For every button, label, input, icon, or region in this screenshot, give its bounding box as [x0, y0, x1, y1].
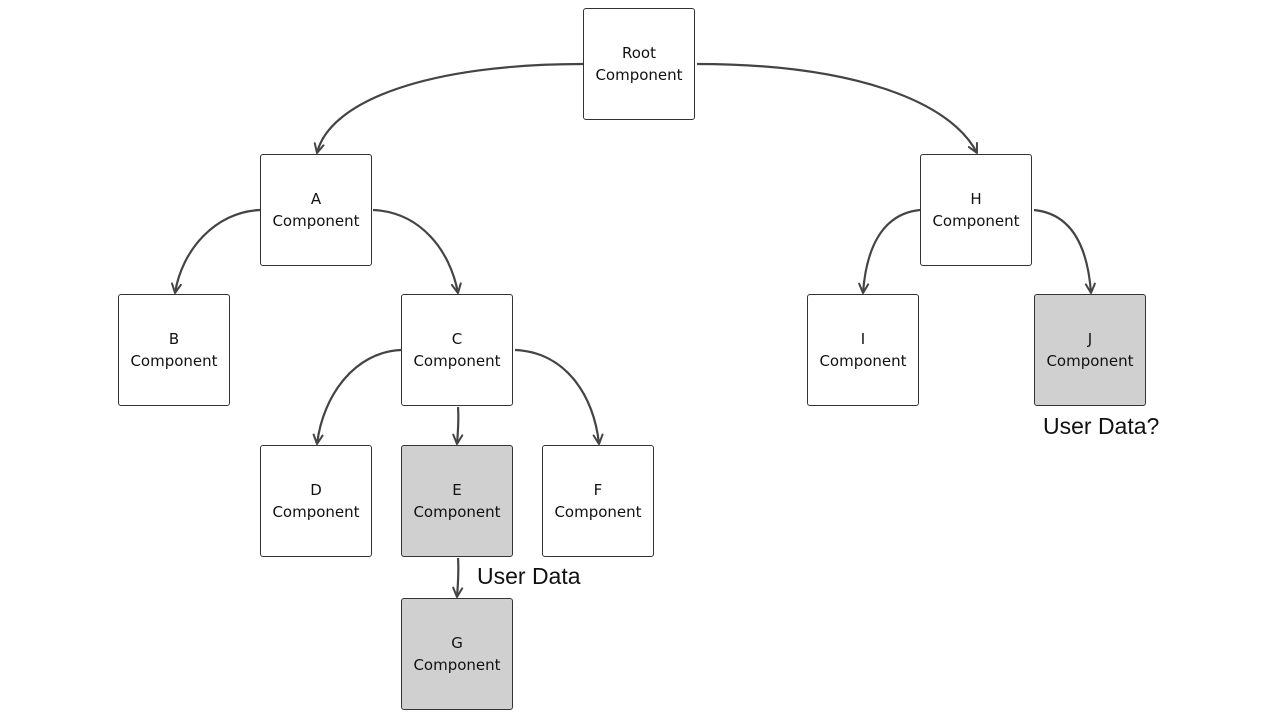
node-root: Root Component	[583, 8, 695, 120]
node-c-name: C	[451, 330, 463, 348]
node-d-type: Component	[272, 503, 360, 521]
node-h: H Component	[920, 154, 1032, 266]
node-a: A Component	[260, 154, 372, 266]
node-h-name: H	[970, 190, 982, 208]
node-j: J Component	[1034, 294, 1146, 406]
edge-root-h	[696, 62, 978, 154]
node-f: F Component	[542, 445, 654, 557]
node-i: I Component	[807, 294, 919, 406]
user-data-question-label: User Data?	[1043, 413, 1160, 439]
edge-h-i	[858, 208, 921, 294]
edge-c-f	[514, 348, 604, 445]
node-j-name: J	[1087, 330, 1093, 348]
node-b: B Component	[118, 294, 230, 406]
node-d-name: D	[310, 481, 322, 499]
node-root-name: Root	[622, 44, 656, 62]
node-e: E Component	[401, 445, 513, 557]
node-h-type: Component	[932, 212, 1020, 230]
node-j-type: Component	[1046, 352, 1134, 370]
node-e-type: Component	[413, 503, 501, 521]
edge-e-g	[452, 557, 464, 598]
node-f-name: F	[593, 481, 603, 499]
node-i-name: I	[860, 330, 866, 348]
edge-h-j	[1033, 208, 1096, 294]
edge-root-a	[313, 62, 584, 154]
node-f-type: Component	[554, 503, 642, 521]
node-i-type: Component	[819, 352, 907, 370]
node-e-name: E	[452, 481, 462, 499]
edge-c-d	[312, 348, 402, 445]
node-g-type: Component	[413, 656, 501, 674]
user-data-label: User Data	[477, 563, 581, 589]
node-c: C Component	[401, 294, 513, 406]
node-a-name: A	[310, 190, 322, 208]
node-root-type: Component	[595, 66, 683, 84]
edge-a-b	[171, 208, 261, 294]
node-b-type: Component	[130, 352, 218, 370]
node-b-name: B	[168, 330, 180, 348]
node-g-name: G	[451, 634, 463, 652]
edge-c-e	[452, 406, 464, 445]
node-d: D Component	[260, 445, 372, 557]
node-g: G Component	[401, 598, 513, 710]
node-a-type: Component	[272, 212, 360, 230]
edge-a-c	[372, 208, 462, 294]
node-c-type: Component	[413, 352, 501, 370]
